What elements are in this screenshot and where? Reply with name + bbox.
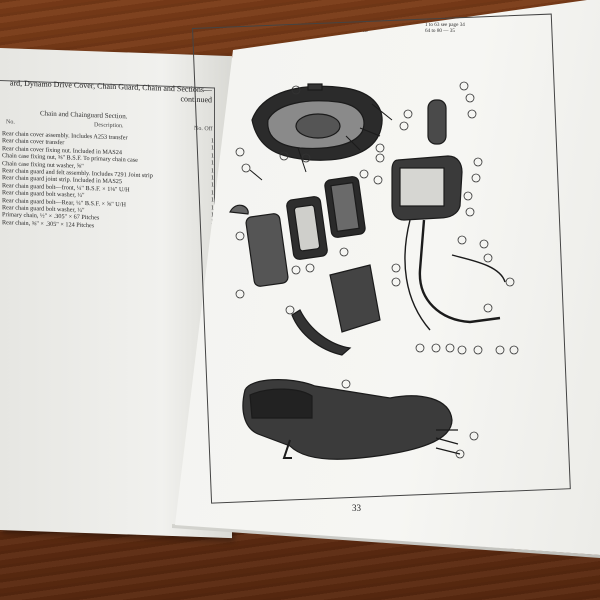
callout-markers [235,81,519,459]
page-reference-1: 1 to 63 see page 34 [425,22,465,28]
page-number: 33 [352,503,361,513]
battery-carrier-drawing [329,264,381,333]
page-reference: 1 to 63 see page 34 64 to 80 — 35 [425,22,465,34]
rubber-part-drawing [229,204,249,215]
right-page: ILLUSTRATION I ORDER BY PART NUMBERS—DO … [175,0,600,555]
oil-pipes-drawing [418,219,501,324]
air-filter-drawing [427,99,447,145]
toolbox-drawing [245,213,289,287]
page-reference-2: 64 to 80 — 35 [425,28,455,34]
